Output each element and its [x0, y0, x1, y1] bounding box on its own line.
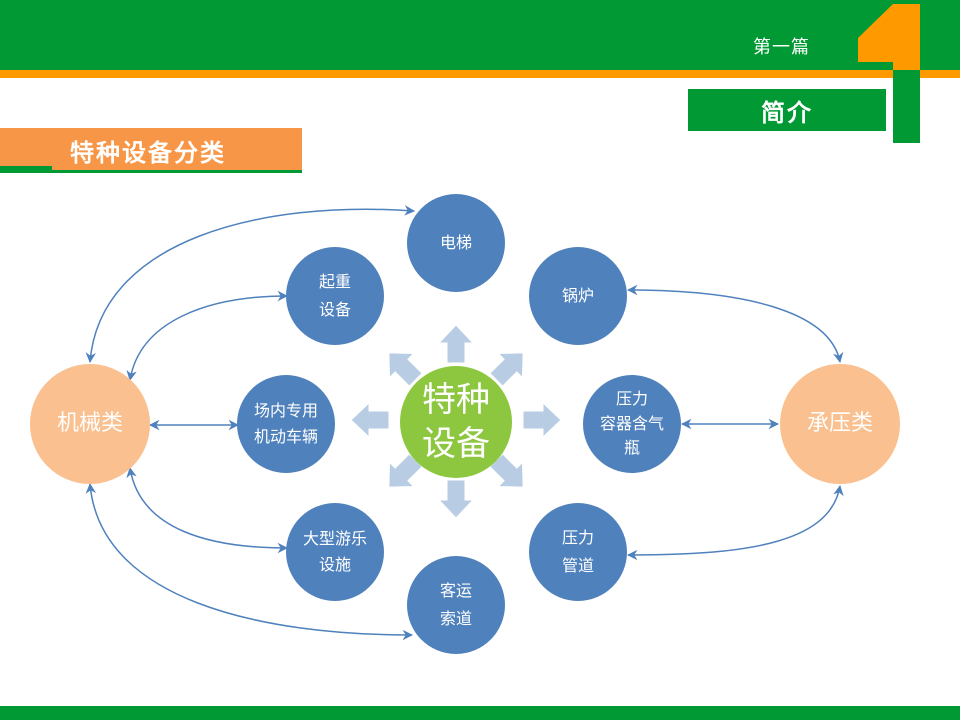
group-mechanical-text: 机械类 [56, 410, 123, 436]
section-title-underline [0, 170, 302, 173]
node-pipeline-line-1: 压力 [561, 528, 594, 547]
center-label: 特种 设备 [400, 366, 512, 478]
arrow-up-left [388, 352, 423, 387]
group-mechanical-label: 机械类 [30, 364, 150, 484]
node-vehicle-circle [237, 375, 335, 473]
group-pressure-label: 承压类 [780, 364, 900, 484]
link-mechanical-elevator [85, 205, 416, 364]
section-title-bar [0, 128, 302, 170]
node-elevator-circle [407, 194, 505, 292]
group-pressure-circle [780, 364, 900, 484]
section-title-notch [0, 166, 52, 170]
node-ropeway-line-1: 客运 [439, 581, 472, 600]
node-elevator-text: 电梯 [439, 233, 472, 252]
node-ropeway-label: 客运 索道 [407, 556, 505, 654]
chapter-number-flag [858, 4, 893, 62]
node-vehicle-line-2: 机动车辆 [253, 427, 318, 446]
node-ropeway-circle [407, 556, 505, 654]
node-lifting-label: 起重 设备 [286, 247, 384, 345]
link-mechanical-lifting [126, 290, 289, 382]
section-title: 特种设备分类 [70, 139, 226, 167]
chapter-number-one: 1 [858, 4, 920, 143]
node-amusement-circle [286, 503, 384, 601]
node-boiler-circle [529, 247, 627, 345]
node-cylinder-line-3: 瓶 [623, 438, 640, 458]
intro-label: 简介 [761, 98, 813, 127]
arrow-down-left [388, 453, 423, 488]
node-cylinder-label: 压力 容器含气 瓶 [583, 375, 681, 473]
center-label-line-2: 设备 [422, 424, 490, 464]
chapter-label: 第一篇 [753, 37, 810, 58]
node-amusement-line-1: 大型游乐 [302, 529, 367, 549]
node-pipeline-label: 压力 管道 [529, 503, 627, 601]
node-lifting-circle [286, 247, 384, 345]
node-ropeway-line-2: 索道 [439, 609, 472, 628]
node-cylinder-line-2: 容器含气 [599, 413, 664, 433]
chapter-number-base [893, 70, 920, 143]
node-pipeline-circle [529, 503, 627, 601]
link-mechanical-amusement [126, 466, 289, 554]
link-mechanical-ropeway [85, 482, 414, 641]
center-label-line-1: 特种 [422, 379, 490, 420]
arrow-up [437, 324, 475, 364]
node-lifting-line-1: 起重 [318, 272, 351, 291]
node-amusement-label: 大型游乐 设施 [286, 503, 384, 601]
link-pressure-boiler [626, 284, 844, 364]
node-pipeline-line-2: 管道 [561, 556, 594, 575]
group-mechanical-circle [30, 364, 150, 484]
node-boiler-label: 锅炉 [529, 247, 627, 345]
header-accent-stripe [0, 70, 960, 78]
node-amusement-line-2: 设施 [318, 555, 351, 574]
header-band [0, 0, 960, 70]
node-vehicle-label: 场内专用 机动车辆 [237, 375, 335, 473]
node-lifting-line-2: 设备 [318, 300, 351, 319]
arrow-left [350, 401, 390, 439]
group-pressure-text: 承压类 [806, 410, 873, 436]
arrow-down [437, 479, 475, 519]
node-elevator-label: 电梯 [407, 194, 505, 292]
node-vehicle-line-1: 场内专用 [253, 401, 318, 421]
arrow-right [522, 401, 562, 439]
node-cylinder-circle [583, 375, 681, 473]
node-boiler-text: 锅炉 [561, 286, 594, 305]
arrow-up-right [489, 352, 524, 387]
intro-box: 简介 [688, 89, 886, 131]
node-cylinder-line-1: 压力 [615, 388, 648, 408]
footer-band [0, 706, 960, 720]
arrow-down-right [489, 453, 524, 488]
center-circle [400, 366, 512, 478]
link-pressure-pipeline [626, 484, 844, 561]
